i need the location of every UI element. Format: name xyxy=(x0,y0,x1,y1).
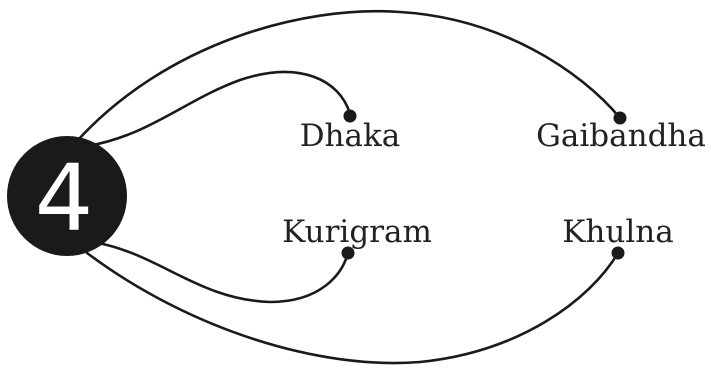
khulna-node-dot xyxy=(611,246,625,260)
gaibandha-node-dot xyxy=(613,111,627,125)
hub-number: 4 xyxy=(35,145,94,252)
dhaka-node-dot xyxy=(343,109,357,123)
hub-circle xyxy=(7,136,127,256)
edge-to-khulna xyxy=(85,251,620,365)
edge-to-kurigram xyxy=(96,241,350,304)
edge-to-dhaka xyxy=(86,70,352,148)
khulna-label: Khulna xyxy=(562,214,673,250)
kurigram-label: Kurigram xyxy=(282,214,432,250)
kurigram-node-dot xyxy=(341,246,355,260)
edge-to-gaibandha xyxy=(76,10,622,142)
gaibandha-label: Gaibandha xyxy=(536,118,706,154)
dhaka-label: Dhaka xyxy=(300,118,401,154)
